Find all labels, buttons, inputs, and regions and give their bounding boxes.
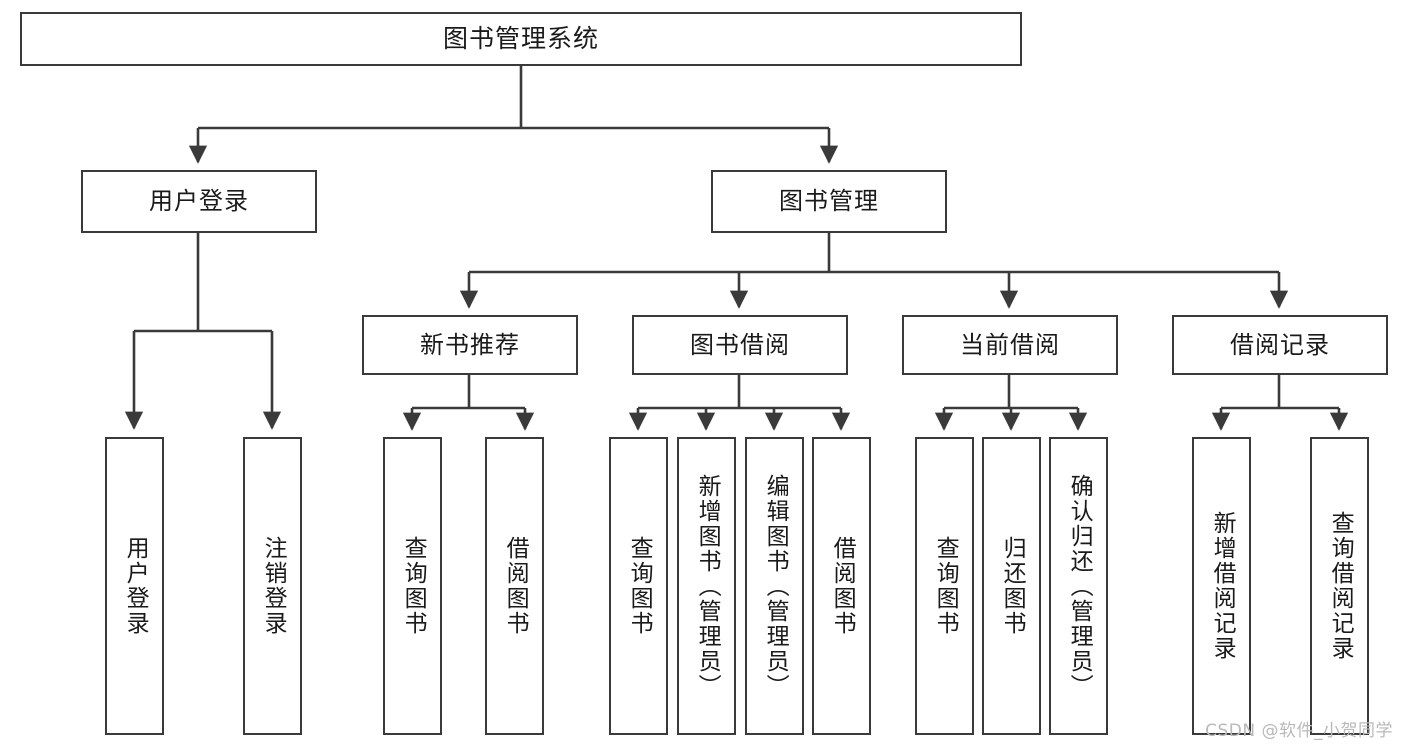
leaf-user-login-label: 用户登录: [122, 536, 149, 636]
leaf-query-book-3[interactable]: 查询图书: [915, 437, 974, 735]
leaf-borrow-book-1[interactable]: 借阅图书: [485, 437, 544, 735]
leaf-user-logout[interactable]: 注销登录: [243, 437, 302, 735]
node-root[interactable]: 图书管理系统: [20, 12, 1022, 66]
node-new-book-recommend[interactable]: 新书推荐: [362, 315, 578, 375]
leaf-user-login[interactable]: 用户登录: [105, 437, 164, 735]
leaf-confirm-return-label: 确认归还（管理员）: [1066, 473, 1093, 699]
node-current-borrow[interactable]: 当前借阅: [902, 315, 1118, 375]
leaf-return-book-label: 归还图书: [999, 536, 1026, 636]
leaf-query-record[interactable]: 查询借阅记录: [1310, 437, 1369, 735]
node-current-borrow-label: 当前借阅: [960, 330, 1060, 359]
leaf-add-record[interactable]: 新增借阅记录: [1192, 437, 1251, 735]
leaf-return-book[interactable]: 归还图书: [982, 437, 1041, 735]
node-user-login[interactable]: 用户登录: [81, 170, 317, 233]
leaf-query-record-label: 查询借阅记录: [1327, 511, 1354, 661]
leaf-query-book-3-label: 查询图书: [932, 536, 959, 636]
node-book-management[interactable]: 图书管理: [711, 170, 947, 233]
leaf-query-book-2-label: 查询图书: [626, 536, 653, 636]
leaf-edit-book[interactable]: 编辑图书（管理员）: [745, 437, 804, 735]
watermark: CSDN @软件_小贺同学: [1205, 721, 1393, 741]
node-borrow-record[interactable]: 借阅记录: [1172, 315, 1388, 375]
node-root-label: 图书管理系统: [442, 24, 599, 54]
node-book-borrow[interactable]: 图书借阅: [632, 315, 848, 375]
leaf-query-book-1[interactable]: 查询图书: [383, 437, 442, 735]
leaf-borrow-book-2-label: 借阅图书: [829, 536, 856, 636]
leaf-add-book[interactable]: 新增图书（管理员）: [677, 437, 736, 735]
leaf-query-book-2[interactable]: 查询图书: [609, 437, 668, 735]
node-user-login-label: 用户登录: [149, 187, 249, 216]
node-new-book-recommend-label: 新书推荐: [420, 330, 520, 359]
leaf-query-book-1-label: 查询图书: [400, 536, 427, 636]
leaf-borrow-book-2[interactable]: 借阅图书: [812, 437, 871, 735]
leaf-add-record-label: 新增借阅记录: [1209, 511, 1236, 661]
node-book-management-label: 图书管理: [779, 187, 879, 216]
leaf-borrow-book-1-label: 借阅图书: [502, 536, 529, 636]
node-book-borrow-label: 图书借阅: [690, 330, 790, 359]
leaf-add-book-label: 新增图书（管理员）: [694, 473, 721, 699]
node-borrow-record-label: 借阅记录: [1230, 330, 1330, 359]
leaf-confirm-return[interactable]: 确认归还（管理员）: [1049, 437, 1108, 735]
leaf-user-logout-label: 注销登录: [260, 536, 287, 636]
leaf-edit-book-label: 编辑图书（管理员）: [762, 473, 789, 699]
